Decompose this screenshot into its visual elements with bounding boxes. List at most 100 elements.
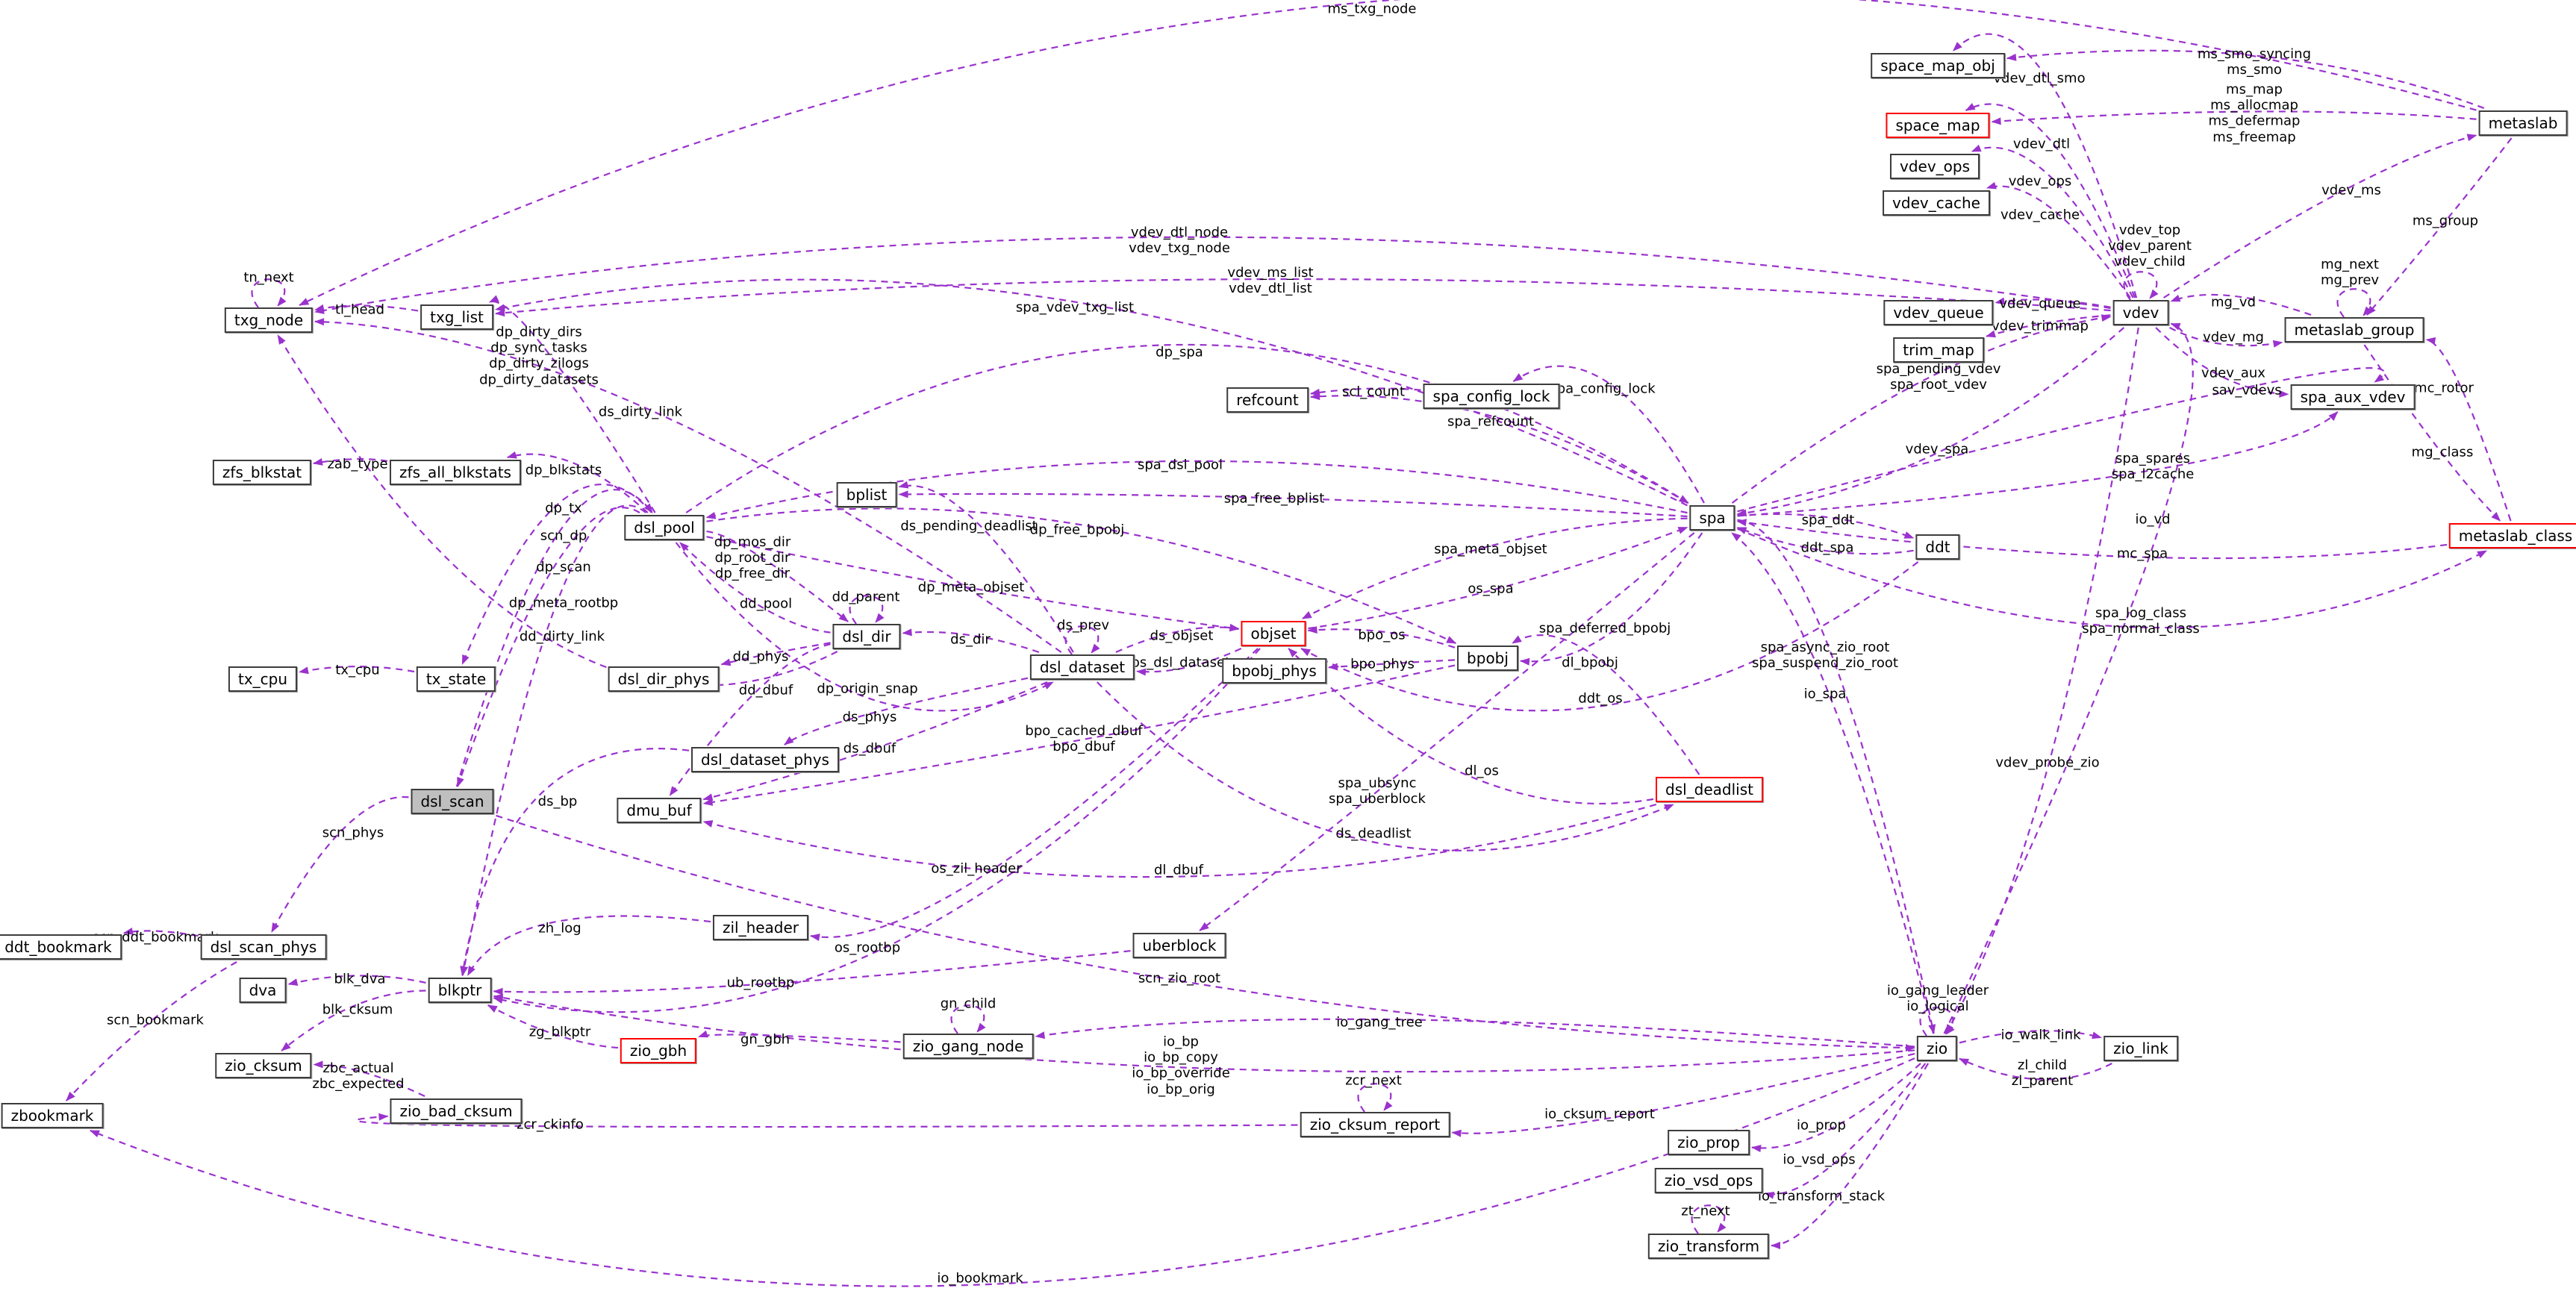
edge-vdev-vdev_queue <box>1995 297 2111 308</box>
node-zio[interactable]: zio <box>1916 1036 1958 1061</box>
node-zio_vsd_ops[interactable]: zio_vsd_ops <box>1654 1168 1763 1193</box>
node-uberblock[interactable]: uberblock <box>1132 933 1226 958</box>
node-vdev[interactable]: vdev <box>2112 300 2169 325</box>
edge-spa-spa_aux_vdev <box>1737 411 2339 517</box>
node-trim_map[interactable]: trim_map <box>1893 337 1984 363</box>
edge-spa-bpobj <box>1520 532 1703 666</box>
node-bpobj_phys[interactable]: bpobj_phys <box>1222 658 1326 684</box>
edge-dsl_pool-txg_list <box>488 295 656 513</box>
node-metaslab_class[interactable]: metaslab_class <box>2448 523 2576 548</box>
node-dsl_dir[interactable]: dsl_dir <box>832 624 901 649</box>
edge-dsl_scan-zio <box>496 814 1915 1052</box>
edge-dsl_pool-dsl_dir <box>706 530 849 622</box>
node-txg_node[interactable]: txg_node <box>224 307 314 333</box>
edge-metaslab-space_map_obj <box>2006 49 2485 110</box>
edge-dsl_dataset-txg_node <box>314 318 1062 653</box>
edge-zio-zio_cksum_report <box>1451 1053 1915 1137</box>
node-zfs_blkstat[interactable]: zfs_blkstat <box>212 460 312 485</box>
node-metaslab[interactable]: metaslab <box>2478 110 2568 136</box>
node-zfs_all_blkstats[interactable]: zfs_all_blkstats <box>390 460 521 485</box>
edge-spa-objset <box>1301 517 1688 619</box>
node-dva[interactable]: dva <box>239 978 287 1003</box>
node-spa_config_lock[interactable]: spa_config_lock <box>1423 384 1560 409</box>
node-dsl_dataset[interactable]: dsl_dataset <box>1029 654 1135 680</box>
edge-txg_node-txg_node <box>251 278 287 308</box>
edge-spa-refcount <box>1310 393 1688 504</box>
node-zio_cksum_report[interactable]: zio_cksum_report <box>1300 1112 1450 1137</box>
node-zio_gang_node[interactable]: zio_gang_node <box>902 1034 1034 1059</box>
edge-zio_gbh-blkptr <box>487 1004 619 1049</box>
node-bpobj[interactable]: bpobj <box>1457 646 1518 671</box>
node-vdev_ops[interactable]: vdev_ops <box>1889 154 1980 179</box>
edge-zio-zio_link <box>1959 1030 2102 1044</box>
node-zio_cksum[interactable]: zio_cksum <box>215 1053 312 1078</box>
node-zil_header[interactable]: zil_header <box>712 915 809 940</box>
node-space_map[interactable]: space_map <box>1886 113 1990 138</box>
edge-objset-zil_header <box>810 648 1259 942</box>
edge-vdev-txg_list <box>495 278 2111 317</box>
edge-spa-metaslab_class <box>1737 528 2488 629</box>
node-dsl_dataset_phys[interactable]: dsl_dataset_phys <box>691 747 839 772</box>
edge-zio-blkptr <box>493 993 1915 1073</box>
node-vdev_cache[interactable]: vdev_cache <box>1883 190 1990 216</box>
node-refcount[interactable]: refcount <box>1226 387 1309 413</box>
node-dmu_buf[interactable]: dmu_buf <box>617 798 702 823</box>
edge-dsl_dataset-dsl_dir <box>902 628 1040 654</box>
edge-objset-dsl_dataset <box>1136 648 1242 676</box>
edge-dsl_dataset-dmu_buf <box>702 681 1048 801</box>
node-objset[interactable]: objset <box>1241 621 1306 646</box>
edge-metaslab_group-vdev <box>2170 293 2312 316</box>
node-spa[interactable]: spa <box>1689 505 1735 531</box>
node-vdev_queue[interactable]: vdev_queue <box>1883 300 1994 325</box>
edge-zio-zbookmark <box>89 1057 1915 1287</box>
edge-spa-vdev <box>1731 314 2112 504</box>
edge-dsl_dir-dsl_dir <box>849 595 885 625</box>
edge-dsl_scan-dsl_pool <box>455 489 654 787</box>
node-spa_aux_vdev[interactable]: spa_aux_vdev <box>2290 384 2416 410</box>
edge-dsl_pool-bpobj <box>706 507 1457 644</box>
edge-dsl_pool-zfs_all_blkstats <box>506 451 649 513</box>
node-dsl_pool[interactable]: dsl_pool <box>624 515 705 540</box>
node-zbookmark[interactable]: zbookmark <box>1 1103 104 1128</box>
edge-zil_header-blkptr <box>467 915 711 976</box>
edge-zfs_all_blkstats-zfs_blkstat <box>313 457 388 466</box>
edge-vdev-trim_map <box>1986 314 2111 338</box>
edge-vdev-space_map <box>1965 102 2136 298</box>
node-dsl_scan: dsl_scan <box>411 789 494 814</box>
node-bplist[interactable]: bplist <box>836 482 897 507</box>
edge-dsl_dataset-dsl_dataset <box>1064 625 1100 655</box>
node-ddt_bookmark[interactable]: ddt_bookmark <box>0 934 122 960</box>
node-dsl_scan_phys[interactable]: dsl_scan_phys <box>200 934 327 960</box>
edge-dsl_pool-dsl_scan <box>456 507 640 787</box>
edge-vdev-zio <box>1945 327 2139 1034</box>
node-metaslab_group[interactable]: metaslab_group <box>2284 317 2424 343</box>
edge-dsl_dataset-dsl_deadlist <box>1096 681 1674 851</box>
node-blkptr[interactable]: blkptr <box>428 978 492 1003</box>
node-tx_cpu[interactable]: tx_cpu <box>228 666 298 692</box>
edge-metaslab_class-spa <box>1736 519 2448 560</box>
edge-vdev-vdev_cache <box>1986 181 2131 298</box>
node-zio_bad_cksum[interactable]: zio_bad_cksum <box>390 1098 523 1124</box>
node-space_map_obj[interactable]: space_map_obj <box>1871 53 2005 78</box>
node-tx_state[interactable]: tx_state <box>416 666 496 692</box>
node-dsl_dir_phys[interactable]: dsl_dir_phys <box>608 666 720 692</box>
node-txg_list[interactable]: txg_list <box>420 304 493 330</box>
edge-vdev-vdev <box>2123 271 2159 301</box>
edge-zio_bad_cksum-zio_cksum <box>313 1060 425 1097</box>
edge-zio_transform-zio_transform <box>1691 1204 1727 1234</box>
node-zio_transform[interactable]: zio_transform <box>1647 1234 1770 1259</box>
node-zio_link[interactable]: zio_link <box>2103 1036 2178 1061</box>
edge-txg_list-txg_node <box>314 304 419 312</box>
edge-blkptr-zio_cksum <box>281 990 426 1051</box>
node-zio_gbh[interactable]: zio_gbh <box>620 1038 697 1063</box>
edge-vdev-space_map_obj <box>1952 33 2138 298</box>
edge-dsl_dataset-objset <box>1115 623 1240 654</box>
edge-dsl_pool-blkptr <box>461 504 647 976</box>
node-ddt[interactable]: ddt <box>1915 534 1960 560</box>
edge-dsl_deadlist-bpobj <box>1512 634 1700 775</box>
edge-zio-zio <box>1919 1007 1955 1037</box>
node-zio_prop[interactable]: zio_prop <box>1668 1130 1750 1155</box>
node-dsl_deadlist[interactable]: dsl_deadlist <box>1656 777 1763 802</box>
